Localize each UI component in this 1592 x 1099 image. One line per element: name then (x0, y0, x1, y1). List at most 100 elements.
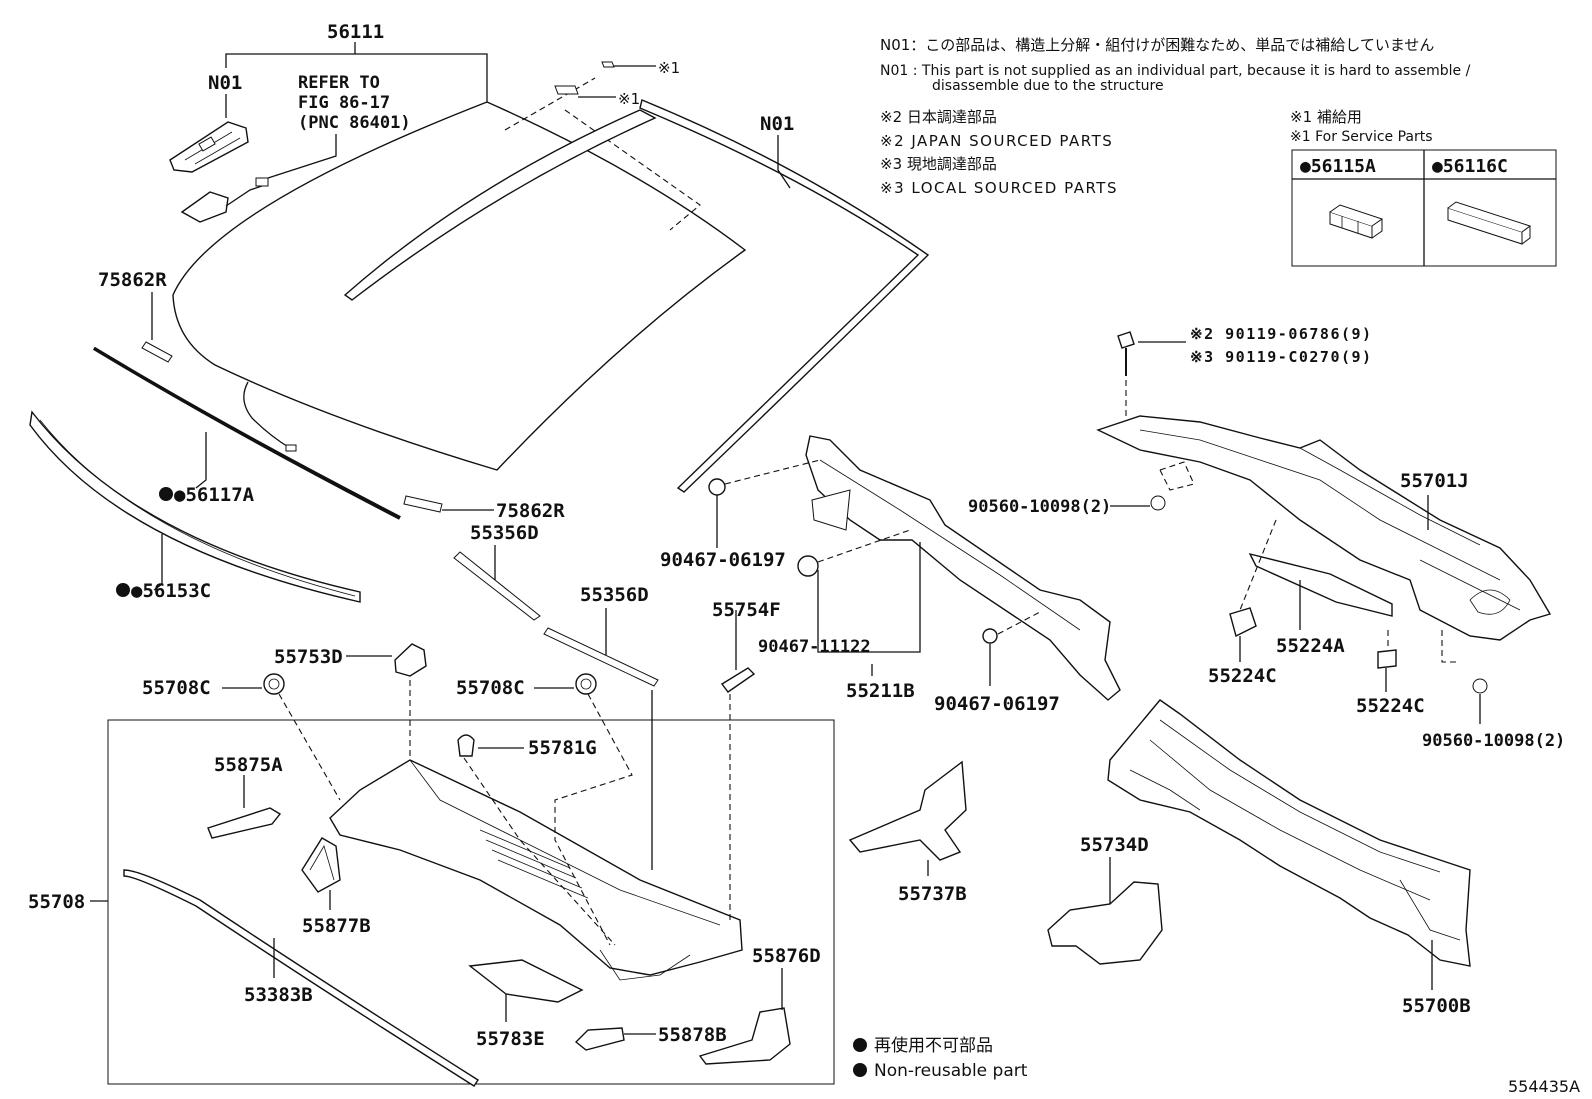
clip-55224c-a (1229, 607, 1257, 638)
panel-55737b (848, 760, 967, 861)
label-55356d-b: 55356D (580, 584, 649, 606)
label-55708: 55708 (28, 891, 85, 913)
clip-55781g (457, 734, 475, 757)
cowl-louver-55708 (329, 759, 743, 976)
bolt-90119 (1117, 331, 1135, 349)
label-55875a: 55875A (214, 754, 283, 776)
windshield-group: 56111 N01 REFER TO FIG 86-17 (PNC 86401) (29, 21, 930, 687)
label-55708c-a: 55708C (142, 677, 211, 699)
bracket-55754f (720, 667, 756, 693)
service-clip-b (554, 85, 579, 95)
seal-55224a (1248, 552, 1393, 617)
service-parts-note-en: ※1 For Service Parts (1290, 129, 1433, 145)
label-55708c-b: 55708C (456, 677, 525, 699)
service-table-col2: ●56116C (1432, 156, 1508, 177)
clip-55224c-b (1377, 649, 1397, 669)
japan-sourced-note-jp: ※2 日本調達部品 (880, 108, 997, 126)
seal-55875a (207, 807, 282, 839)
refer-line3: (PNC 86401) (298, 113, 411, 133)
legend-non-reusable-jp: 再使用不可部品 (874, 1035, 993, 1056)
label-56117a: ●56117A (174, 484, 255, 506)
local-sourced-note-jp: ※3 現地調達部品 (880, 155, 997, 173)
label-56153c: ●56153C (131, 580, 211, 602)
clip-55708c-b (575, 673, 597, 695)
label-n01-left: N01 (208, 72, 242, 94)
dash-panel-55700b (1107, 699, 1471, 967)
label-55701j: 55701J (1400, 470, 1469, 492)
molding-56117a (92, 346, 401, 520)
label-90560-b: 90560-10098(2) (1422, 731, 1565, 751)
legend-non-reusable-en: Non-reusable part (874, 1061, 1028, 1081)
n01-note-jp: N01：この部品は、構造上分解・組付けが困難なため、単品では補給していません (880, 36, 1434, 54)
cowl-louver-group: 55708 55708C 55708C 55753D 55754F 55781G (28, 599, 835, 1087)
non-reusable-dot-56117a (159, 487, 173, 501)
legend-dot-en (853, 1063, 867, 1077)
refer-line1: REFER TO (298, 73, 380, 93)
label-75862r-b: 75862R (496, 500, 565, 522)
pad-56116c-illustration (1447, 201, 1532, 245)
label-55211b: 55211B (846, 680, 915, 702)
spacer-75862r-b (403, 495, 443, 513)
label-75862r-a: 75862R (98, 269, 167, 291)
bracket-55211b-group: 90467-06197 90467-11122 55211B 90467-061… (660, 435, 1121, 715)
label-55754f: 55754F (712, 599, 781, 621)
label-53383b: 53383B (244, 984, 313, 1006)
label-55356d-a: 55356D (470, 522, 539, 544)
label-55783e: 55783E (476, 1028, 545, 1050)
seal-55356d-a (453, 551, 541, 621)
spacer-75862r-a (141, 341, 173, 363)
label-90119-c0270: ※3 90119-C0270(9) (1190, 348, 1373, 366)
service-clip-a (601, 61, 615, 68)
clip-90467-11122 (797, 555, 819, 577)
panel-55783e (468, 959, 584, 1003)
service-parts-note-jp: ※1 補給用 (1290, 108, 1362, 126)
cover-55753d (394, 643, 427, 677)
clip-56115a-illustration (1329, 204, 1384, 239)
label-55224a: 55224A (1276, 635, 1345, 657)
panel-55734d (1047, 881, 1163, 965)
cover-55878b (574, 1027, 625, 1051)
clip-55708c-a (263, 673, 285, 695)
cowl-top-panel-55701j (1096, 415, 1552, 641)
clip-90467-06197-a (708, 478, 726, 496)
label-55753d: 55753D (274, 646, 343, 668)
label-90560-a: 90560-10098(2) (968, 497, 1111, 517)
service-parts-table: ●56115A ●56116C (1291, 149, 1557, 267)
washer-90560-a (1150, 495, 1166, 511)
legend: 再使用不可部品 Non-reusable part 554435A (853, 1035, 1580, 1096)
label-n01-right: N01 (760, 113, 794, 135)
japan-sourced-note-en: ※2 JAPAN SOURCED PARTS (880, 132, 1113, 150)
label-56111: 56111 (327, 21, 384, 43)
washer-90560-b (1472, 678, 1488, 694)
figure-id: 554435A (1508, 1077, 1580, 1096)
frit-dash (504, 77, 701, 231)
weatherstrip-56153c (29, 410, 361, 603)
label-90119-06786: ※2 90119-06786(9) (1190, 325, 1373, 343)
label-ref1-a: ※1 (658, 59, 680, 77)
windshield-outer-molding (639, 99, 930, 493)
service-table-col1: ●56115A (1300, 156, 1376, 177)
label-55737b: 55737B (898, 883, 967, 905)
label-55224c-a: 55224C (1208, 665, 1277, 687)
inner-upper-molding (343, 109, 657, 301)
label-55878b: 55878B (658, 1024, 727, 1046)
refer-line2: FIG 86-17 (298, 93, 390, 113)
rain-sensor-86401 (180, 177, 269, 223)
label-55781g: 55781G (528, 737, 597, 759)
windshield-glass (172, 101, 747, 471)
lower-panels: 55737B 55734D (848, 760, 1163, 965)
seal-55356d-b (543, 627, 659, 687)
non-reusable-dot-56153c (116, 583, 130, 597)
cowl-top-group: ※2 90119-06786(9) ※3 90119-C0270(9) 9056… (968, 325, 1565, 1017)
heater-wire (243, 381, 291, 449)
legend-dot-jp (853, 1038, 867, 1052)
bracket-55211b (805, 435, 1121, 701)
label-90467-11122: 90467-11122 (758, 637, 871, 657)
label-55224c-b: 55224C (1356, 695, 1425, 717)
label-55734d: 55734D (1080, 834, 1149, 856)
cover-55876d (698, 1007, 791, 1065)
leader-56111 (225, 53, 488, 102)
clip-90467-06197-b (982, 628, 998, 644)
label-55700b: 55700B (1402, 995, 1471, 1017)
